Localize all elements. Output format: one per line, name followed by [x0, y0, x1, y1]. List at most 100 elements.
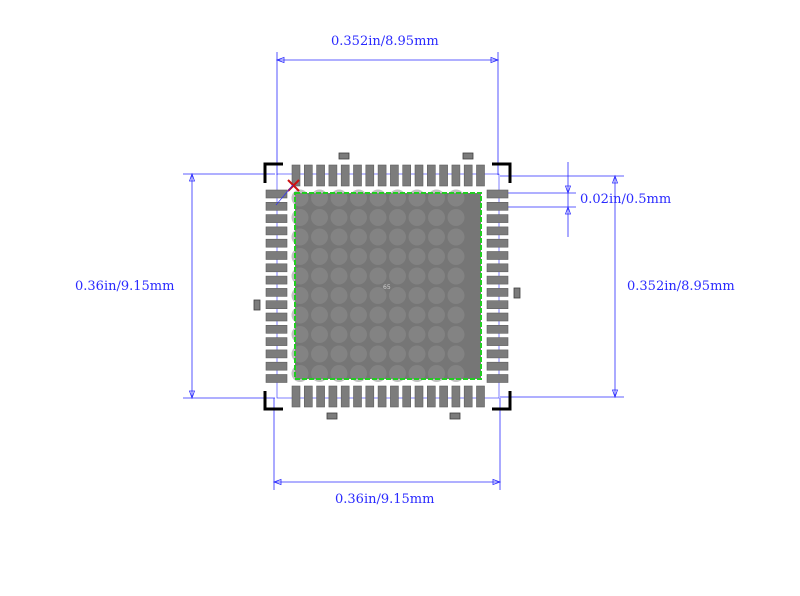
via: [389, 209, 406, 226]
pad-top: [451, 164, 461, 187]
fiducial-pad: [513, 287, 521, 299]
via: [447, 209, 465, 226]
via: [311, 209, 328, 226]
via: [389, 345, 406, 363]
pad-right: [486, 312, 509, 322]
pad-bottom: [402, 385, 412, 408]
pad-right: [486, 214, 509, 223]
pad-right: [486, 288, 509, 297]
pad-top: [353, 164, 362, 187]
pad-right: [486, 361, 509, 371]
via: [447, 248, 465, 265]
via: [428, 267, 445, 285]
via: [350, 248, 367, 265]
pad-right: [486, 374, 509, 383]
via: [408, 287, 426, 304]
corner-top-left: [263, 162, 283, 183]
via: [408, 267, 426, 285]
via: [389, 365, 406, 382]
pad-right: [486, 226, 509, 236]
via: [447, 345, 465, 363]
via: [311, 287, 328, 304]
pad-left: [265, 312, 288, 322]
corner-top-right: [492, 162, 512, 183]
pin1-marker: [275, 179, 300, 206]
fiducial-pad: [449, 412, 461, 420]
via: [389, 326, 406, 343]
pad-left: [265, 226, 288, 236]
pad-top: [476, 164, 485, 187]
pad-top: [390, 164, 399, 187]
via: [447, 306, 465, 324]
via: [369, 345, 387, 363]
via: [428, 287, 445, 304]
pad-right: [486, 324, 509, 334]
dimension-lines: [183, 52, 624, 490]
via: [350, 345, 367, 363]
via: [389, 228, 406, 246]
pad-bottom: [377, 385, 387, 408]
pad-left: [265, 275, 288, 285]
via: [408, 365, 426, 382]
dimension-pitch: 0.02in/0.5mm: [580, 192, 672, 207]
via: [447, 228, 465, 246]
via: [447, 287, 465, 304]
via: [428, 326, 445, 343]
fiducial-pad: [462, 152, 474, 160]
via: [350, 267, 367, 285]
pad-left: [265, 374, 288, 383]
center-pad-label: 65: [383, 284, 391, 291]
pad-left: [265, 263, 288, 273]
pad-right: [486, 263, 509, 273]
via: [428, 248, 445, 265]
fiducial-pad: [338, 152, 350, 160]
corner-bottom-right: [492, 391, 512, 411]
via: [350, 306, 367, 324]
via: [369, 228, 387, 246]
top-arrow-right: [490, 56, 500, 64]
pad-group: [253, 152, 521, 420]
pad-left: [265, 361, 288, 371]
via: [447, 267, 465, 285]
via: [311, 365, 328, 382]
body-outline-guide: [276, 173, 500, 399]
via: [311, 267, 328, 285]
via: [369, 248, 387, 265]
pad-left: [265, 238, 288, 248]
dimension-top-width: 0.352in/8.95mm: [331, 34, 439, 49]
pad-bottom: [303, 385, 313, 408]
via: [408, 345, 426, 363]
via: [447, 365, 465, 382]
via: [408, 326, 426, 343]
pitch-arrow-top: [564, 185, 572, 195]
via: [311, 228, 328, 246]
via: [389, 267, 406, 285]
via: [389, 248, 406, 265]
via: [311, 248, 328, 265]
pin1-leader: [275, 184, 294, 206]
pitch-arrow-bottom: [564, 205, 572, 215]
pad-top: [439, 164, 448, 187]
via: [330, 326, 348, 343]
via: [428, 209, 445, 226]
pad-left: [265, 202, 288, 211]
via: [350, 228, 367, 246]
via: [350, 287, 367, 304]
via: [389, 306, 406, 324]
right-arrow-top: [611, 174, 619, 184]
pad-bottom: [476, 385, 485, 408]
pad-left: [265, 214, 288, 223]
pad-top: [303, 164, 313, 187]
pad-top: [463, 164, 473, 187]
pad-right: [486, 202, 509, 211]
via: [428, 228, 445, 246]
pad-top: [402, 164, 412, 187]
pad-top: [340, 164, 350, 187]
pad-bottom: [328, 385, 338, 408]
pad-left: [265, 337, 288, 346]
pad-top: [426, 164, 436, 187]
pad-right: [486, 251, 509, 260]
pad-top: [316, 164, 325, 187]
